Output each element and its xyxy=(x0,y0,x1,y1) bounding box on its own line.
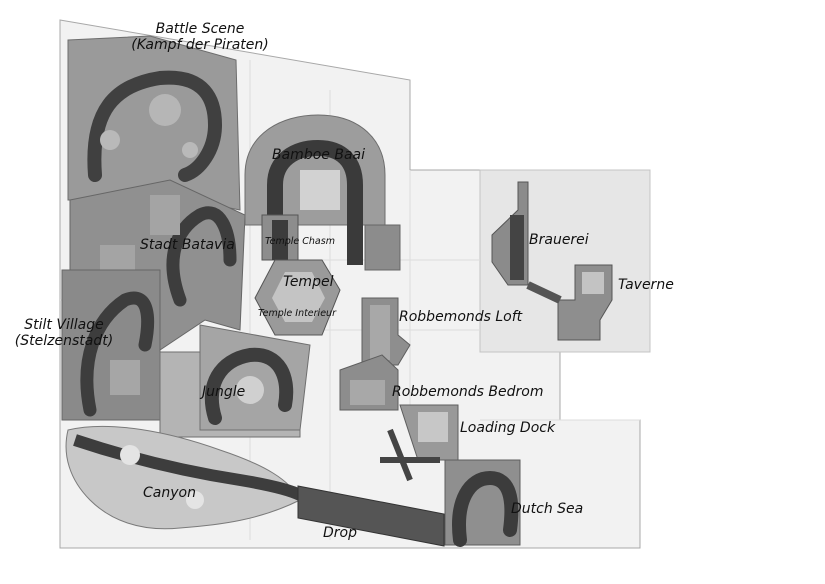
drop-track xyxy=(297,485,445,547)
canyon-area xyxy=(65,425,303,530)
jungle-area xyxy=(159,324,311,438)
stilt-village-area xyxy=(61,269,161,421)
taverne-area xyxy=(526,264,613,341)
tempel-area xyxy=(254,259,341,336)
robbemonds-bedrom-area xyxy=(339,354,399,411)
temple-chasm-area xyxy=(261,214,299,261)
dutch-sea-area xyxy=(444,459,521,547)
brauerei-area xyxy=(491,181,529,286)
bamboe-baai-area xyxy=(244,114,401,271)
robbemonds-loft-area xyxy=(361,297,411,366)
battle-scene-area xyxy=(67,35,241,211)
loading-dock-area xyxy=(380,404,459,482)
